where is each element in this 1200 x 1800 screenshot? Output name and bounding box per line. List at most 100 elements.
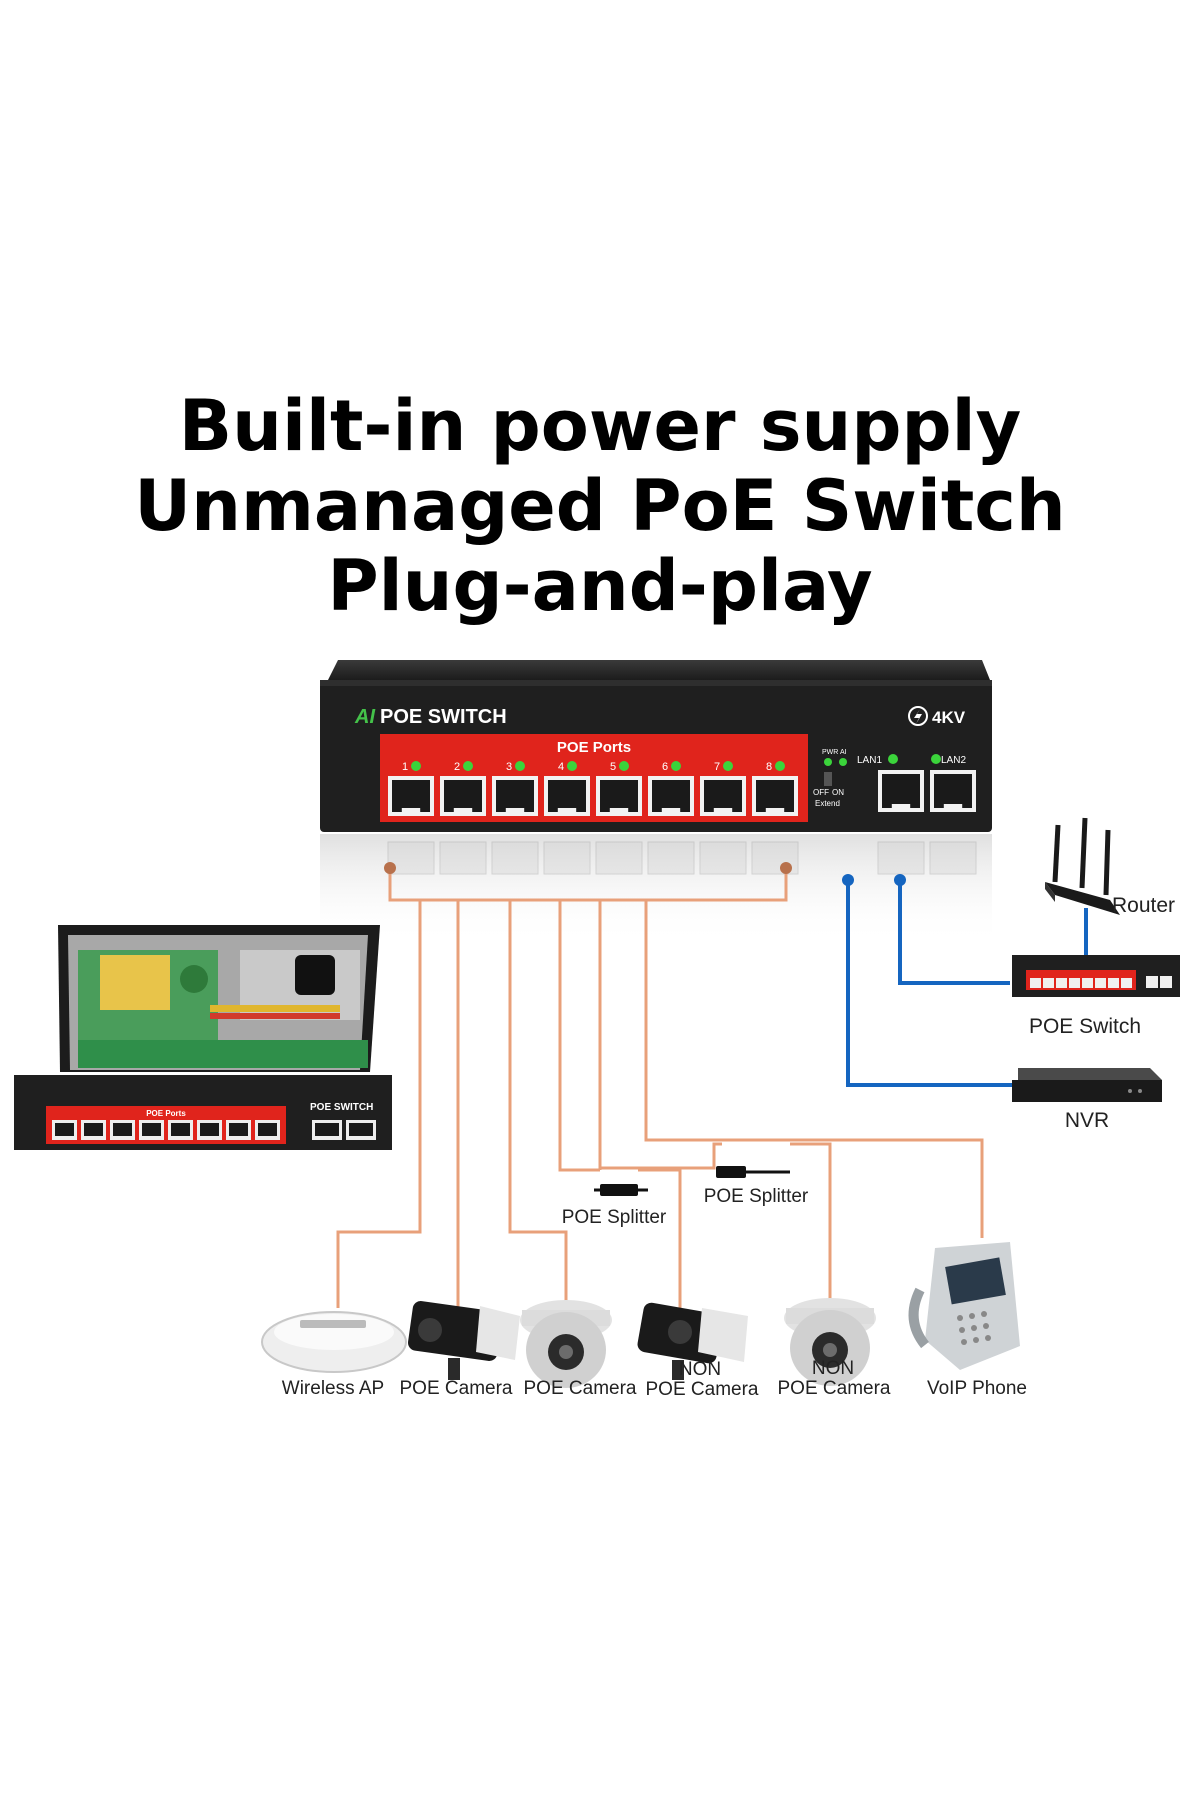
small-switch-uplink: [1160, 976, 1172, 988]
cable-splitter-1-in: [558, 900, 600, 1172]
device-label-non-poe-camera-1: POE Camera: [646, 1379, 759, 1400]
port-led-1: [411, 761, 421, 771]
nvr-icon: [1012, 1068, 1162, 1102]
cable-voip-phone: [644, 900, 984, 1238]
port-led-6: [671, 761, 681, 771]
small-switch-port: [1069, 978, 1080, 988]
poe-port-group: 1 2 3 4 5 6 7 8: [388, 761, 798, 816]
reflected-port: [595, 841, 643, 875]
port-led-8: [775, 761, 785, 771]
small-switch-uplink: [1146, 976, 1158, 988]
open-switch-interior: [58, 925, 380, 1072]
cable-poe-switch: [898, 880, 1010, 985]
router-label: Router: [1112, 894, 1175, 917]
reflected-port: [699, 841, 747, 875]
port-led-5: [619, 761, 629, 771]
switch-extend-label: Extend: [815, 799, 840, 808]
poe-port-6: 6: [648, 761, 694, 816]
port-number-1: 1: [402, 761, 408, 773]
reflected-uplink: [877, 841, 925, 875]
dip-switch: [824, 772, 832, 786]
device-label-voip-phone: VoIP Phone: [927, 1378, 1027, 1399]
uplink-port-1: [878, 770, 924, 812]
side-poe-ports-header: POE Ports: [146, 1109, 186, 1118]
small-switch-port: [1095, 978, 1106, 988]
poe-port-4: 4: [544, 761, 590, 816]
open-switch-front: POE Ports POE SWITCH: [14, 1075, 392, 1150]
device-label-non-1: NON: [679, 1359, 721, 1380]
main-poe-switch: AI POE SWITCH 4KV POE Ports 1 2 3 4 5 6 7 8 PWR…: [320, 660, 992, 832]
poe-camera-1-icon: [407, 1301, 520, 1380]
switch-reflection: [320, 834, 992, 944]
small-switch-port: [1121, 978, 1132, 988]
router-icon: [1045, 817, 1120, 915]
port-led-3: [515, 761, 525, 771]
cable-poe-camera-2: [508, 900, 568, 1308]
cable-non-poe-camera-1: [638, 1168, 682, 1308]
switch-off-label: OFF: [813, 788, 829, 797]
poe-port-8: 8: [752, 761, 798, 816]
uplink-port-group: [878, 770, 976, 812]
reflected-port: [647, 841, 695, 875]
cable-nvr: [846, 880, 1012, 1087]
headline-line-2: Unmanaged PoE Switch: [134, 465, 1066, 547]
nvr-label: NVR: [1065, 1109, 1109, 1132]
indicator-ai: AI: [840, 749, 847, 756]
poe-port-1: 1: [388, 761, 434, 816]
poe-splitter-2-label: POE Splitter: [704, 1186, 809, 1207]
non-poe-camera-2-icon: [784, 1298, 876, 1386]
small-switch-port: [1030, 978, 1041, 988]
port-led-7: [723, 761, 733, 771]
port-number-6: 6: [662, 761, 668, 773]
surge-icon: [908, 706, 928, 726]
poe-splitter-2: [716, 1166, 790, 1178]
cable-non-poe-camera-2: [790, 1142, 832, 1300]
pwr-led: [824, 758, 832, 766]
reflected-port: [439, 841, 487, 875]
poe-cable-manifold: [388, 870, 788, 902]
surge-rating: 4KV: [932, 708, 966, 727]
device-label-poe-camera-2: POE Camera: [524, 1378, 637, 1399]
device-label-non-poe-camera-2: POE Camera: [778, 1378, 891, 1399]
small-poe-switch-icon: [1012, 955, 1180, 997]
headline-line-3: Plug-and-play: [327, 545, 873, 627]
switch-on-label: ON: [832, 788, 844, 797]
poe-port-2: 2: [440, 761, 486, 816]
poe-port-7: 7: [700, 761, 746, 816]
headline-line-1: Built-in power supply: [178, 385, 1022, 467]
port-led-2: [463, 761, 473, 771]
cable-wireless-ap: [336, 900, 422, 1308]
port-number-2: 2: [454, 761, 460, 773]
poe-port-3: 3: [492, 761, 538, 816]
poe-cables: [336, 862, 984, 1308]
uplink-2-label: LAN2: [941, 755, 966, 766]
small-switch-port: [1056, 978, 1067, 988]
non-poe-camera-1-icon: [637, 1302, 748, 1380]
ai-led: [839, 758, 847, 766]
lan-cables: [842, 874, 1088, 1087]
poe-splitter-1-label: POE Splitter: [562, 1207, 667, 1228]
port-number-8: 8: [766, 761, 772, 773]
device-label-wireless-ap: Wireless AP: [282, 1378, 384, 1399]
small-switch-port: [1043, 978, 1054, 988]
wireless-ap-icon: [261, 1311, 407, 1373]
brand-name: POE SWITCH: [380, 706, 507, 728]
port-number-3: 3: [506, 761, 512, 773]
brand-prefix: AI: [354, 706, 375, 728]
reflected-port: [543, 841, 591, 875]
poe-switch-label: POE Switch: [1029, 1015, 1141, 1038]
small-switch-port: [1108, 978, 1119, 988]
voip-phone-icon: [908, 1242, 1020, 1370]
poe-ports-header: POE Ports: [557, 739, 631, 756]
poe-port-5: 5: [596, 761, 642, 816]
indicator-pwr: PWR: [822, 749, 838, 756]
device-label-poe-camera-1: POE Camera: [400, 1378, 513, 1399]
port-number-7: 7: [714, 761, 720, 773]
poe-splitter-1: [594, 1184, 648, 1196]
reflected-port: [491, 841, 539, 875]
device-label-non-2: NON: [812, 1358, 854, 1379]
poe-camera-2-icon: [520, 1300, 612, 1388]
port-number-5: 5: [610, 761, 616, 773]
port-led-4: [567, 761, 577, 771]
